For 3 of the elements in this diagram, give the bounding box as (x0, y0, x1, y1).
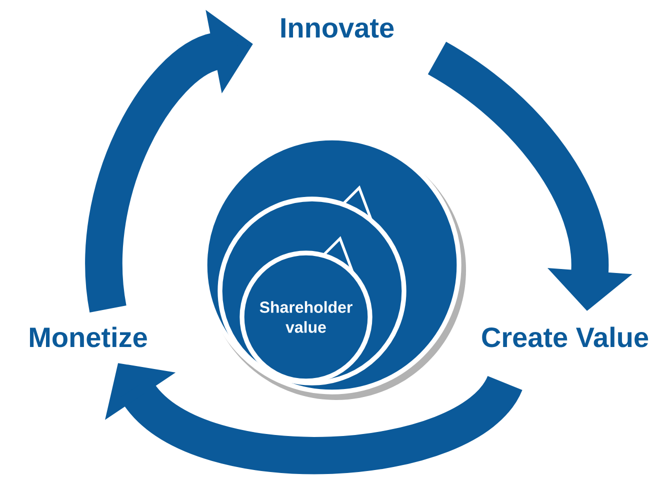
cycle-step-label: Monetize (30, 326, 147, 348)
cycle-step-label: Innovate (281, 18, 394, 38)
cycle-step-label: Create Value (482, 326, 648, 348)
